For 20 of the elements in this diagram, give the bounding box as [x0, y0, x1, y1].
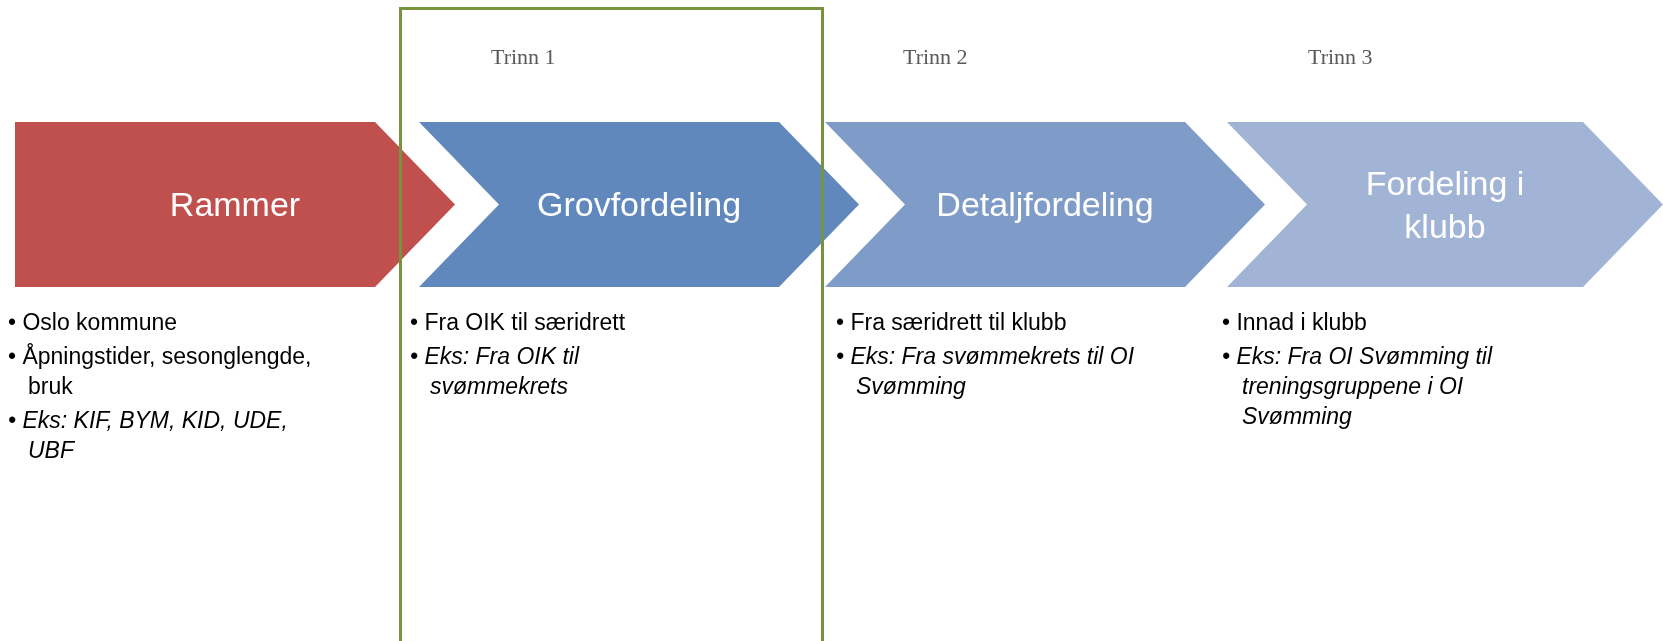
- bullet-item: • Eks: Fra OI Svømming til treningsgruppene i OI Svømming: [1222, 341, 1494, 431]
- bullet-item: • Åpningstider, sesonglengde, bruk: [8, 341, 313, 401]
- stage-label: Trinn 1: [491, 44, 556, 70]
- bullet-item: • Eks: Fra OIK til svømmekrets: [410, 341, 581, 401]
- bullet-item: • Innad i klubb: [1222, 308, 1368, 337]
- step-title: Detaljfordeling: [936, 184, 1154, 226]
- bullet-item: • Eks: KIF, BYM, KID, UDE, UBF: [8, 405, 289, 465]
- step-title: Grovfordeling: [536, 184, 742, 226]
- bullet-item: • Oslo kommune: [8, 308, 179, 337]
- bullet-item: • Eks: Fra svømmekrets til OI Svømming: [836, 341, 1136, 401]
- step-title: Fordeling i klubb: [1364, 163, 1526, 247]
- bullet-item: • Fra OIK til særidrett: [410, 308, 627, 337]
- step-title: Rammer: [169, 184, 301, 226]
- chevron-shape: [419, 122, 859, 287]
- chevron-shape: [15, 122, 455, 287]
- stage-label: Trinn 3: [1308, 44, 1373, 70]
- bullet-item: • Fra særidrett til klubb: [836, 308, 1068, 337]
- chevron-shape: [1227, 122, 1663, 287]
- stage-label: Trinn 2: [903, 44, 968, 70]
- chevron-shape: [825, 122, 1265, 287]
